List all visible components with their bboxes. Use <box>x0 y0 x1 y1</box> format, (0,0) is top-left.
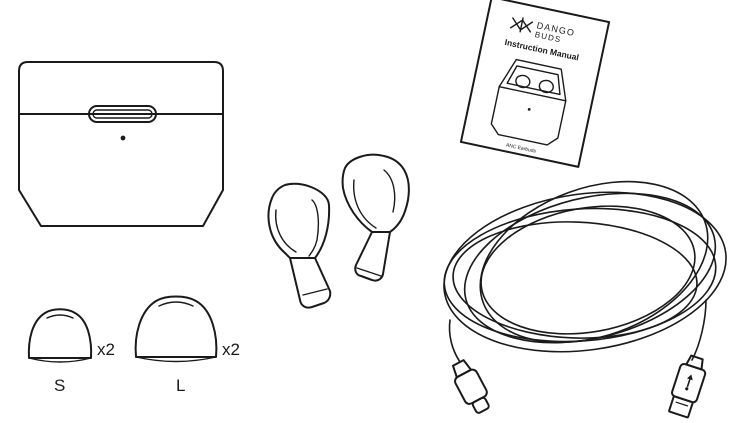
case-led-indicator <box>120 135 126 141</box>
cable-lead-left <box>448 319 461 363</box>
manual-page <box>459 0 611 168</box>
case-hinge-slot-inner <box>92 109 153 119</box>
earbud-left-stem-tip <box>302 288 328 296</box>
eartip-small-size-label: S <box>54 376 65 395</box>
eartip-large-qty: x2 <box>222 340 240 359</box>
eartip-large <box>134 295 218 363</box>
eartip-small-qty: x2 <box>97 340 115 359</box>
eartip-small-base <box>28 357 92 363</box>
earbud-left-stem <box>289 257 332 309</box>
earbud-left-ear-tip-ring <box>275 209 297 253</box>
earbud-right-stem <box>354 231 391 282</box>
eartip-small-shape <box>27 308 93 359</box>
charging-case <box>18 61 224 227</box>
eartip-large-size-label: L <box>176 376 185 395</box>
usb-a-plug <box>668 395 694 419</box>
instruction-manual: DANGO BUDS Instruction Manual ANC Earbud… <box>459 0 611 168</box>
eartip-large-base <box>135 356 217 363</box>
usb-cable <box>443 180 727 419</box>
earbud-right <box>341 153 410 282</box>
cable-coil <box>443 180 727 353</box>
eartip-large-opening <box>158 301 194 307</box>
usb-c-connector <box>451 359 490 414</box>
earbud-left-shell <box>267 182 331 259</box>
usb-symbol-icon <box>685 374 693 391</box>
eartip-small-opening <box>46 314 74 319</box>
earbud-left-inner-curve <box>308 199 320 257</box>
usb-a-connector <box>668 354 707 419</box>
manual-case-illustration <box>490 58 567 146</box>
usb-c-housing <box>454 368 488 405</box>
dango-logo-icon <box>510 17 534 33</box>
charging-case-body <box>18 61 224 227</box>
eartip-large-shape <box>134 295 218 358</box>
earbud-right-inner-curve <box>383 169 396 213</box>
earbud-right-stem-tip <box>356 267 382 277</box>
eartip-small <box>27 308 93 363</box>
earbud-right-ear-tip-ring <box>353 179 377 229</box>
earbud-right-shell <box>341 153 410 233</box>
earbud-left <box>267 182 332 309</box>
cable-lead-right <box>691 299 707 361</box>
usb-c-plug <box>471 396 490 414</box>
case-hinge-slot <box>88 105 157 123</box>
